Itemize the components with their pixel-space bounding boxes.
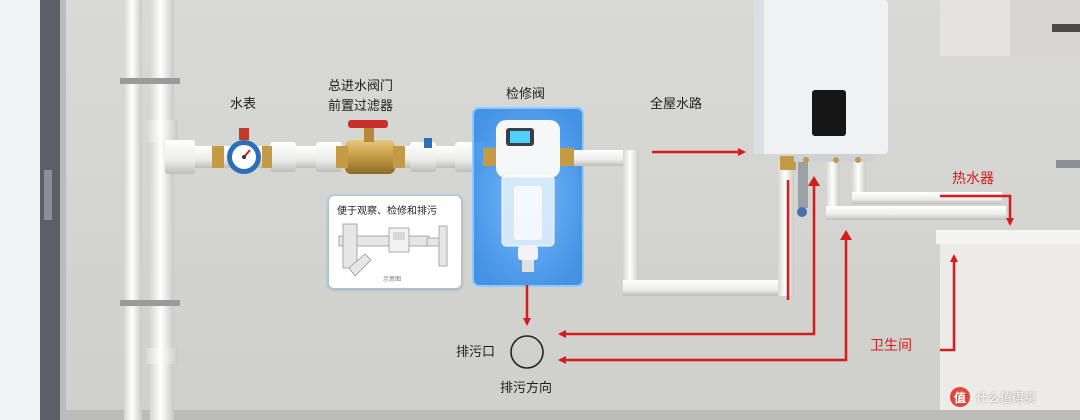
heater-display-panel [812,90,846,136]
label-inspection-valve: 检修阀 [506,87,546,102]
label-water-meter: 水表 [230,97,257,112]
label-water-heater: 热水器 [952,171,994,187]
callout-caption: 示意图 [383,276,402,283]
kitchen-counter [936,0,1080,410]
bleed-tap [424,138,432,148]
flow-arrows [523,148,1014,364]
water-meter [227,128,261,174]
riser-pipes [120,0,180,420]
label-drain-direction: 排污方向 [500,381,553,396]
label-pre-filter: 前置过滤器 [328,99,394,114]
label-bathroom: 卫生间 [870,338,912,354]
window-frame [0,0,66,420]
floor [0,410,1080,420]
callout-illustration [338,223,448,277]
pre-filter-unit [483,120,574,272]
main-valve [336,120,405,174]
watermark-text: 什么值得买 [976,390,1037,405]
label-drain-outlet: 排污口 [456,345,496,360]
drain-outlet-circle [510,335,544,369]
water-heater [754,0,888,163]
label-whole-house: 全屋水路 [650,97,703,112]
label-main-valve: 总进水阀门 [328,79,394,94]
maintenance-callout: 便于观察、检修和排污 示意图 [328,195,462,289]
riser-arrow-head [808,176,820,186]
riser-arrow-head-2 [840,230,852,240]
callout-title: 便于观察、检修和排污 [337,206,437,217]
watermark-logo-icon: 值 [950,387,970,407]
site-watermark: 值 什么值得买 [950,386,1036,408]
outlet-pipe [574,150,796,296]
